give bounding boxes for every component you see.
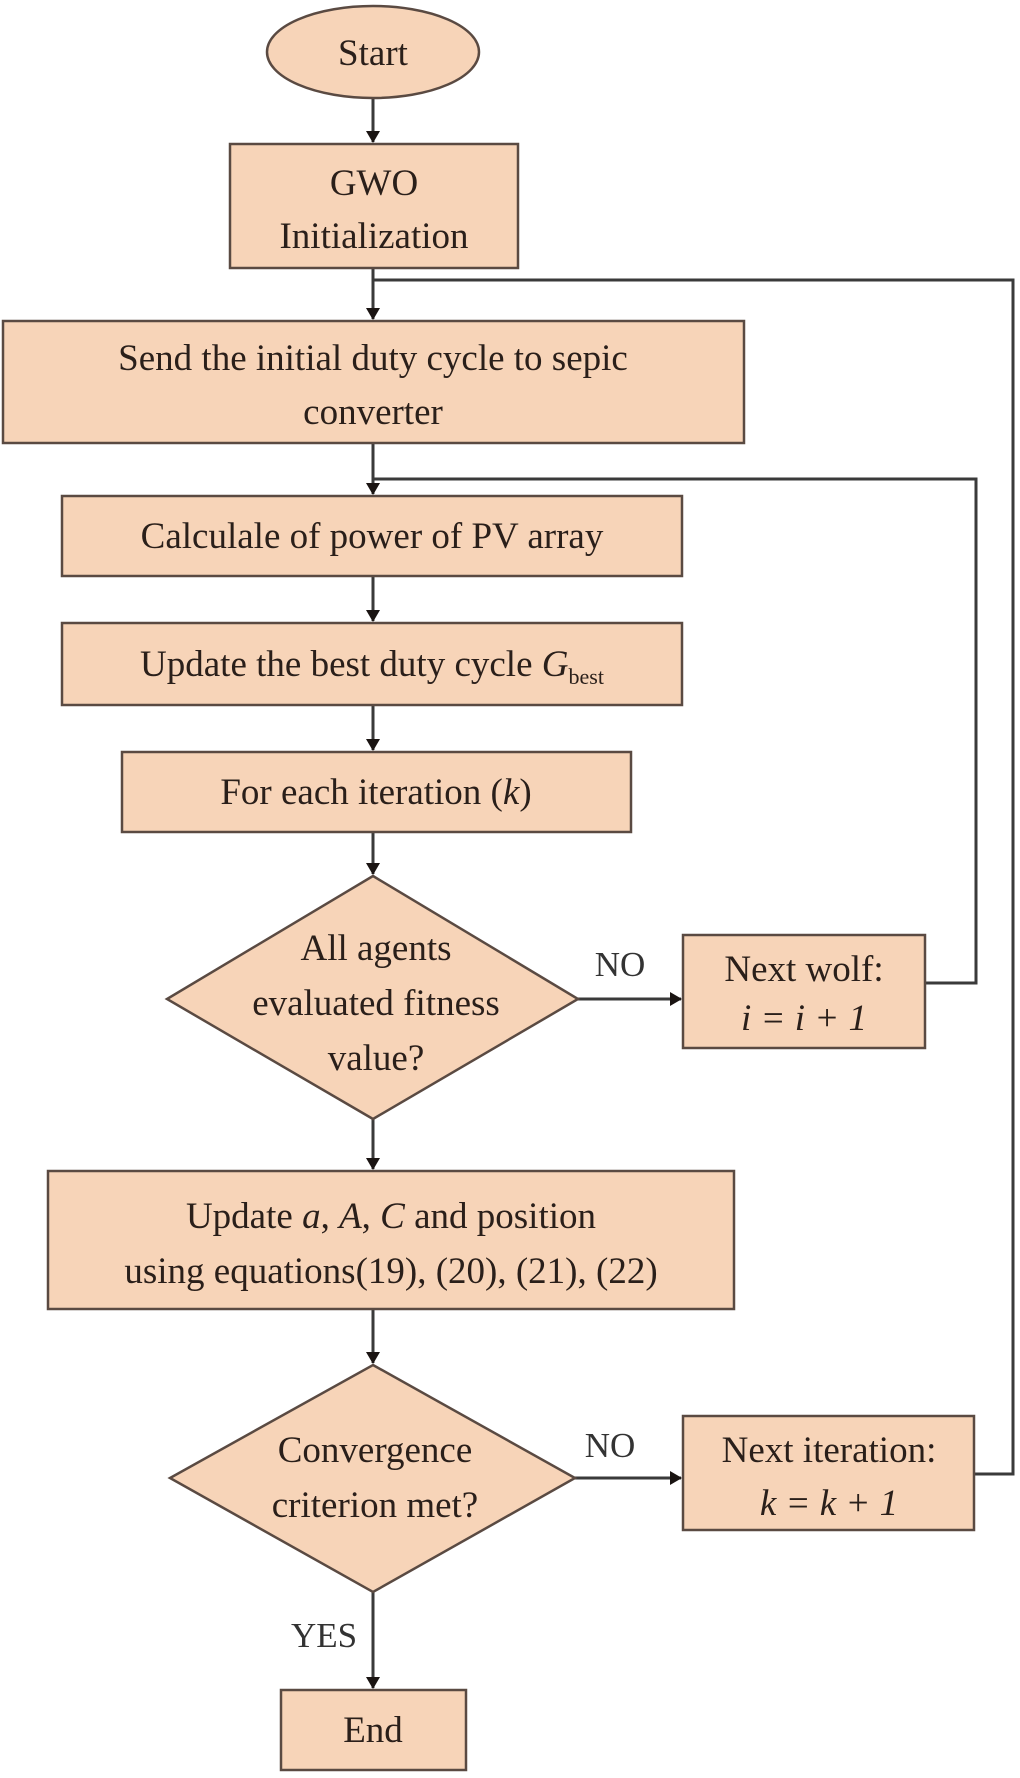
edge-next-iteration-loop-back	[373, 278, 1015, 1476]
next-wolf-line1: Next wolf:	[724, 949, 883, 990]
node-send-line2: converter	[303, 392, 443, 433]
next-iteration-line2: k = k + 1	[760, 1483, 898, 1524]
node-update-parameters: Update a, A, C and position using equati…	[46, 1169, 736, 1311]
node-send-line1: Send the initial duty cycle to sepic	[118, 338, 628, 379]
node-start-label: Start	[338, 33, 409, 74]
update-params-post: and position	[405, 1196, 596, 1237]
for-each-text-post: )	[519, 772, 531, 813]
edge-next-wolf-loop-back	[373, 477, 978, 985]
node-decision-convergence: Convergence criterion met?	[167, 1363, 578, 1594]
node-send-duty-cycle: Send the initial duty cycle to sepic con…	[1, 319, 746, 445]
label-agents-no: NO	[595, 945, 646, 984]
update-params-sep2: ,	[362, 1196, 381, 1237]
node-decision-agents-evaluated: All agents evaluated fitness value?	[164, 874, 581, 1121]
decision-convergence-line2: criterion met?	[272, 1485, 478, 1526]
update-params-sep1: ,	[321, 1196, 340, 1237]
update-params-var-A: A	[336, 1196, 362, 1237]
for-each-var: k	[503, 772, 520, 813]
node-for-each-label: For each iteration (k)	[220, 772, 531, 813]
node-update-best: Update the best duty cycle Gbest	[60, 621, 684, 707]
label-convergence-yes: YES	[291, 1616, 357, 1655]
node-calc-label: Calculale of power of PV array	[141, 516, 604, 557]
update-params-line2: using equations(19), (20), (21), (22)	[124, 1251, 657, 1292]
update-best-subscript: best	[569, 664, 604, 689]
decision-convergence-line1: Convergence	[278, 1430, 473, 1471]
node-gwo-line1: GWO	[330, 163, 418, 204]
decision-agents-line3: value?	[328, 1038, 425, 1079]
node-end: End	[279, 1688, 468, 1772]
node-start: Start	[265, 4, 481, 100]
node-next-wolf: Next wolf: i = i + 1	[681, 933, 927, 1050]
node-next-iteration: Next iteration: k = k + 1	[681, 1414, 976, 1532]
node-end-label: End	[343, 1710, 403, 1751]
node-calculate-power: Calculale of power of PV array	[60, 494, 684, 578]
update-params-var-C: C	[380, 1196, 406, 1237]
node-for-each-iteration: For each iteration (k)	[120, 750, 633, 834]
decision-agents-line1: All agents	[300, 928, 451, 969]
update-params-line1: Update a, A, C and position	[186, 1196, 596, 1237]
node-gwo-initialization: GWO Initialization	[228, 142, 520, 270]
next-iteration-line1: Next iteration:	[722, 1430, 937, 1471]
next-wolf-line2: i = i + 1	[741, 998, 867, 1039]
update-params-var-a: a	[302, 1196, 321, 1237]
update-best-var: G	[542, 644, 569, 685]
decision-agents-line2: evaluated fitness	[252, 983, 500, 1024]
node-gwo-line2: Initialization	[279, 216, 468, 257]
edges	[366, 99, 1015, 1689]
node-update-best-label: Update the best duty cycle Gbest	[140, 644, 604, 689]
label-convergence-no: NO	[585, 1426, 636, 1465]
update-params-pre: Update	[186, 1196, 302, 1237]
update-best-text: Update the best duty cycle	[140, 644, 542, 685]
for-each-text-pre: For each iteration (	[220, 772, 503, 813]
